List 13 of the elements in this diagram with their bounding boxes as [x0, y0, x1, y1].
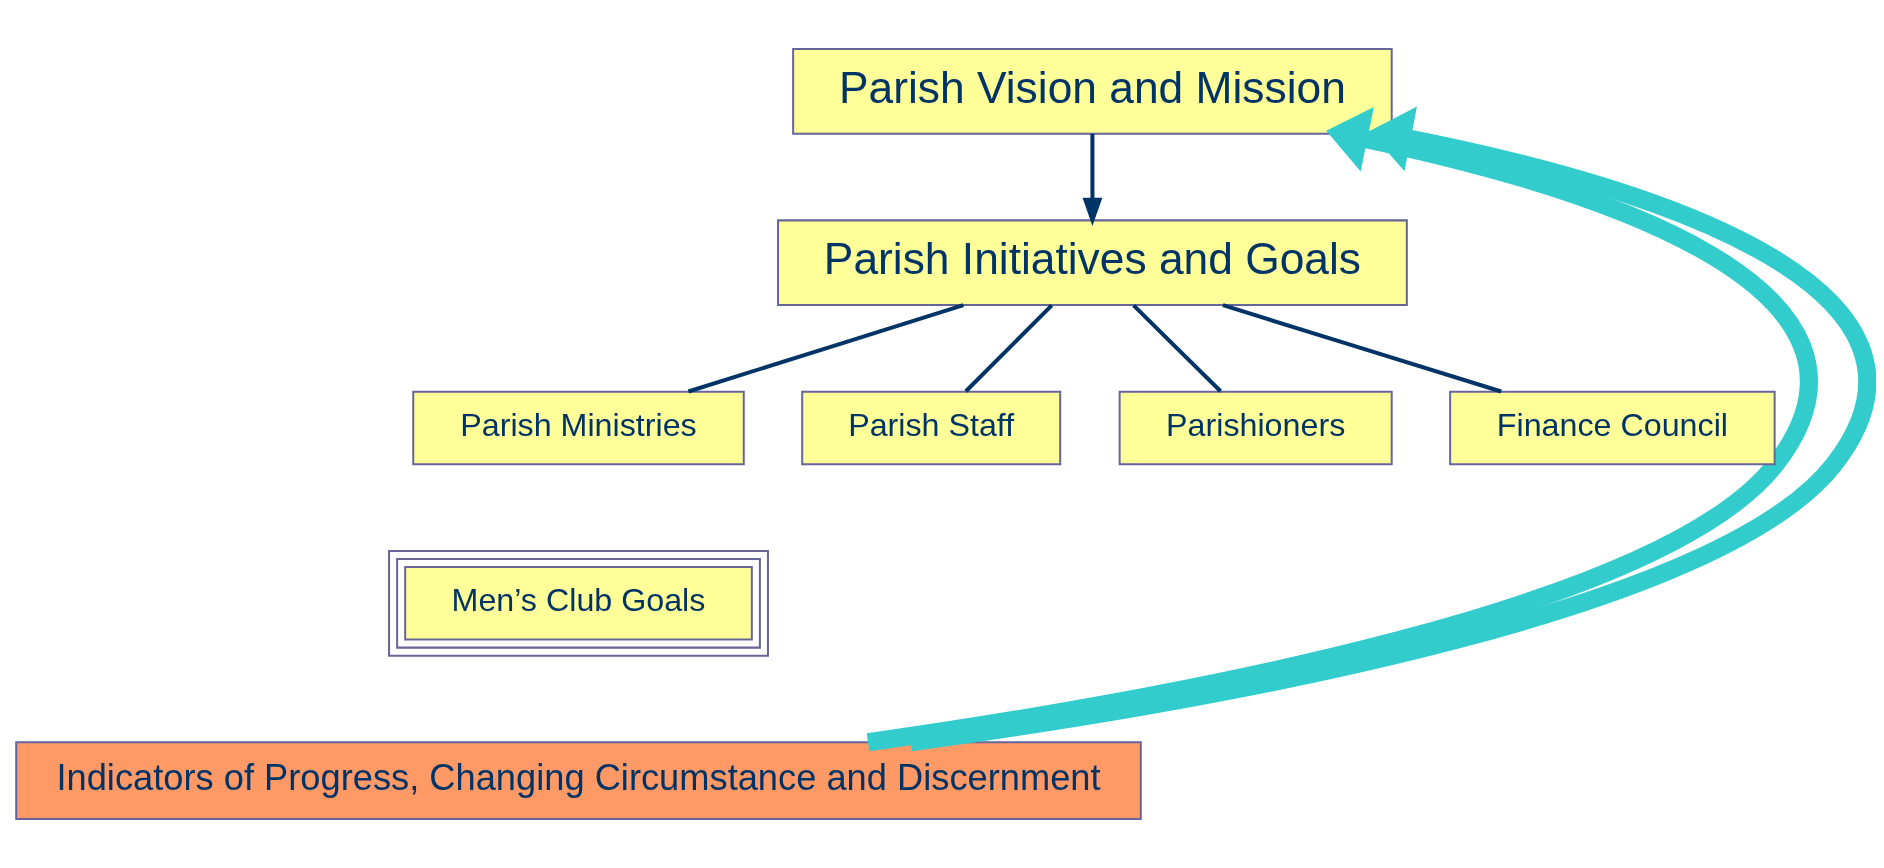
arrow [1082, 133, 1103, 227]
connector [1222, 303, 1502, 394]
node-box: Parishioners [1118, 390, 1393, 466]
connector [1132, 303, 1222, 393]
node-box: Indicators of Progress, Changing Circumstance and Discernment [15, 741, 1142, 820]
connector [687, 303, 964, 394]
node-box: Parish Ministries [412, 390, 745, 466]
node-box: Finance Council [1449, 390, 1776, 466]
node-box: Men’s Club Goals [388, 549, 769, 657]
node-box: Parish Staff [801, 390, 1062, 466]
connector [964, 303, 1054, 393]
node-box: Parish Initiatives and Goals [777, 219, 1408, 307]
node-box: Parish Vision and Mission [792, 48, 1393, 135]
